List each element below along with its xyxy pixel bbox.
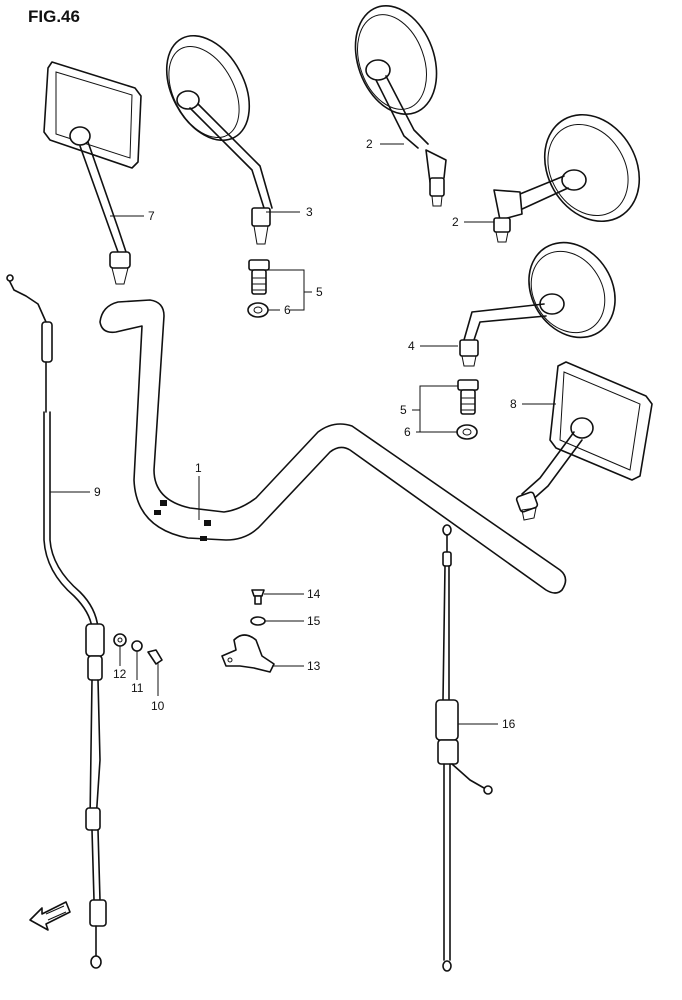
adapter-5-6-left [247,259,270,318]
callout-9: 9 [94,485,101,499]
callout-2-upper: 2 [366,137,373,151]
handlebar-1 [99,299,567,594]
adapter-5-6-right [456,379,479,440]
clamp-assembly [221,589,275,673]
leader-lines [50,143,556,725]
cable-9 [6,274,107,969]
callout-12: 12 [113,667,127,681]
small-parts-10-12 [113,633,163,665]
callout-numbers: 1 2 2 3 4 5 5 6 6 7 8 9 10 11 12 13 14 1… [94,137,517,731]
callout-6-right: 6 [404,425,411,439]
mirror-2-upper [354,4,447,207]
callout-8: 8 [510,397,517,411]
callout-10: 10 [151,699,165,713]
callout-4: 4 [408,339,415,353]
callout-3: 3 [306,205,313,219]
mirror-7 [43,61,142,285]
cable-16 [435,524,493,972]
mirror-3 [165,34,273,245]
callout-6-left: 6 [284,303,291,317]
callout-15: 15 [307,614,321,628]
mirror-8 [515,361,653,521]
mirror-2-lower [493,113,641,243]
front-arrow-icon [29,901,71,931]
callout-14: 14 [307,587,321,601]
mirror-4 [459,241,616,367]
callout-2-lower: 2 [452,215,459,229]
callout-1: 1 [195,461,202,475]
callout-5-left: 5 [316,285,323,299]
callout-11: 11 [131,681,144,695]
callout-13: 13 [307,659,321,673]
callout-5-right: 5 [400,403,407,417]
callout-16: 16 [502,717,516,731]
callout-7: 7 [148,209,155,223]
figure-title: FIG.46 [28,7,80,26]
